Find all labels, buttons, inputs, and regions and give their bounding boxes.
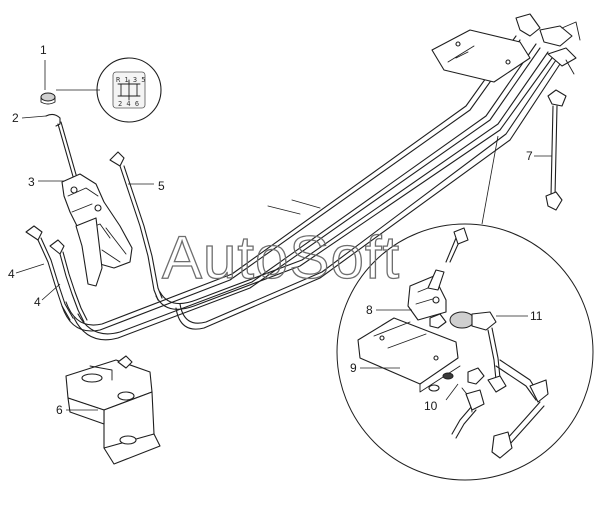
callout-4a: 4 (8, 267, 15, 281)
callout-10: 10 (424, 399, 438, 413)
shifter-housing-part (61, 173, 133, 287)
knob-row-2: 2 4 6 (118, 100, 139, 108)
cable-end-5-part (109, 151, 163, 301)
callouts: 1 2 3 4 4 5 6 7 8 9 10 11 (8, 43, 552, 417)
callout-1: 1 (40, 43, 47, 57)
gear-lever-part (45, 113, 78, 181)
cable-ends-4-part (25, 225, 88, 323)
callout-7: 7 (526, 149, 533, 163)
knob-row-1: R 1 3 5 (116, 76, 146, 84)
shift-cables (61, 35, 561, 341)
gear-knob-pattern: R 1 3 5 2 4 6 (96, 57, 162, 123)
callout-8: 8 (366, 303, 373, 317)
detail-view (336, 135, 594, 481)
mounting-bracket-part (65, 355, 161, 465)
detail-clamp-part (449, 311, 501, 381)
watermark-text: AutoSoft (162, 224, 400, 291)
detail-cables (451, 359, 549, 459)
callout-2: 2 (12, 111, 19, 125)
gear-knob-part (40, 92, 56, 105)
detail-fasteners-part (428, 367, 507, 413)
callout-9: 9 (350, 361, 357, 375)
callout-3: 3 (28, 175, 35, 189)
callout-4b: 4 (34, 295, 41, 309)
selector-rod-part (545, 89, 567, 211)
callout-11: 11 (530, 309, 543, 323)
detail-plate-part (357, 317, 459, 385)
callout-6: 6 (56, 403, 63, 417)
callout-5: 5 (158, 179, 165, 193)
cable-bracket-plate-part (431, 13, 581, 83)
